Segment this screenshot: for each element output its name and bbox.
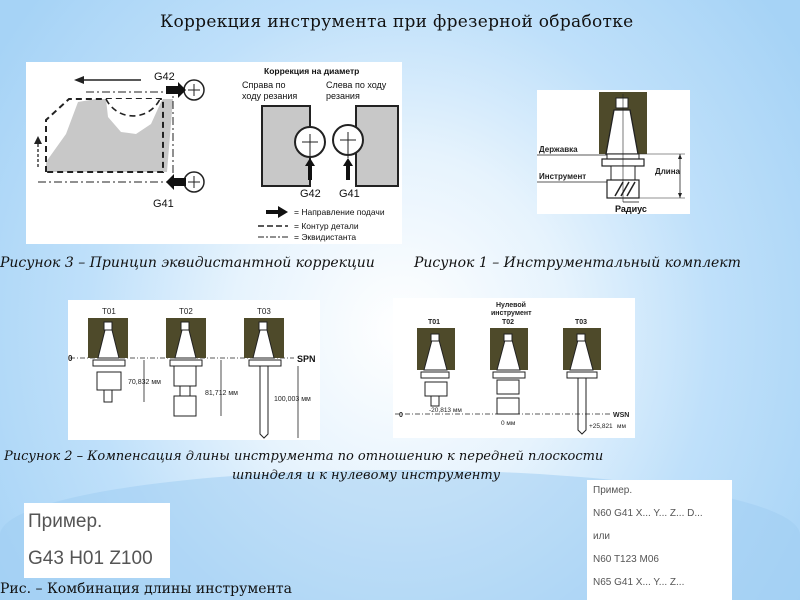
label-wsn: WSN bbox=[613, 412, 629, 419]
figure2-caption-line2: шпинделя и к нулевому инструменту bbox=[232, 468, 501, 483]
cutter-flutes bbox=[614, 181, 636, 197]
figure2-right-diagram: Нулевой инструмент T01 T02 T03 bbox=[395, 301, 629, 435]
label-t02-left: T02 bbox=[179, 307, 193, 316]
label-right-line1: Справа по bbox=[242, 80, 285, 90]
label-t01-left: T01 bbox=[102, 307, 116, 316]
tool-circle-top-cross bbox=[188, 84, 200, 96]
label-radius: Радиус bbox=[615, 204, 647, 214]
label-g42-mid: G42 bbox=[300, 188, 321, 200]
label-length: Длина bbox=[655, 167, 681, 176]
label-g41-bottom: G41 bbox=[153, 198, 174, 210]
tool-t01 bbox=[88, 318, 128, 403]
feed-arrow-left-head bbox=[74, 76, 84, 84]
length-arrow-bottom bbox=[678, 193, 682, 198]
label-right-line2: ходу резания bbox=[242, 91, 297, 101]
example-length-heading: Пример. bbox=[28, 511, 103, 532]
example-radius-line: N65 G41 X... Y... Z... bbox=[593, 577, 685, 588]
label-g41-mid: G41 bbox=[339, 188, 360, 200]
diameter-heading: Коррекция на диаметр bbox=[264, 66, 359, 76]
example-radius-line: или bbox=[593, 531, 611, 542]
label-t01-right: T01 bbox=[428, 319, 440, 326]
figure3-diagram: G42 G41 Коррекция на диаметр Справа по х… bbox=[34, 66, 399, 242]
label-offset-t03: +25,821 bbox=[589, 423, 613, 430]
length-arrow-top bbox=[678, 154, 682, 159]
tool-t01-right bbox=[417, 328, 455, 407]
label-zero-tool-1: Нулевой bbox=[496, 301, 526, 309]
example-radius-line: N60 G41 X... Y... Z... D... bbox=[593, 508, 703, 519]
example-radius-line: N60 T123 M06 bbox=[593, 554, 659, 565]
part-shape bbox=[46, 99, 173, 172]
slide-title: Коррекция инструмента при фрезерной обра… bbox=[160, 12, 634, 32]
tool-t03-right bbox=[563, 328, 601, 435]
label-length-t03: 100,003 мм bbox=[274, 396, 311, 403]
label-t02-right: T02 bbox=[502, 319, 514, 326]
example-radius-box: Пример. N60 G41 X... Y... Z... D... или … bbox=[587, 480, 732, 600]
feed-arrow-mid-g42 bbox=[305, 158, 315, 180]
label-holder: Державка bbox=[539, 145, 578, 154]
figure1-panel: Державка Инструмент Длина Радиус bbox=[537, 90, 690, 214]
label-t03-left: T03 bbox=[257, 307, 271, 316]
figure2-left-panel: 0 SPN T01 T02 T03 bbox=[68, 300, 320, 440]
figure2-left-diagram: 0 SPN T01 T02 T03 bbox=[68, 307, 316, 439]
feed-arrow-up-head bbox=[34, 136, 42, 144]
label-offset-unit: мм bbox=[617, 423, 626, 430]
tool-t03 bbox=[244, 318, 284, 439]
label-zero-left: 0 bbox=[68, 354, 73, 363]
label-zero-right: 0 bbox=[399, 412, 403, 419]
label-length-t01: 70,832 мм bbox=[128, 379, 161, 386]
legend-arrow-symbol bbox=[266, 206, 288, 218]
figure3-caption: Рисунок 3 – Принцип эквидистантной корре… bbox=[0, 255, 375, 271]
legend-part-contour: = Контур детали bbox=[294, 221, 359, 231]
label-zero-tool-2: инструмент bbox=[491, 310, 532, 317]
example-length-box: Пример. G43 H01 Z100 bbox=[24, 503, 170, 578]
legend-feed-direction: = Направление подачи bbox=[294, 207, 385, 217]
feed-arrow-g41 bbox=[166, 174, 186, 190]
tool-t02-right bbox=[490, 328, 528, 415]
feed-arrow-g42 bbox=[166, 82, 186, 98]
figure1-caption: Рисунок 1 – Инструментальный комплект bbox=[414, 255, 741, 271]
label-offset-t01: -20,813 мм bbox=[429, 407, 462, 414]
figure2-caption-line1: Рисунок 2 – Компенсация длины инструмент… bbox=[4, 449, 604, 464]
label-tool: Инструмент bbox=[539, 172, 586, 181]
label-spn: SPN bbox=[297, 354, 316, 364]
label-offset-t02: 0 мм bbox=[501, 420, 516, 427]
spindle-nut bbox=[615, 97, 629, 109]
label-t03-right: T03 bbox=[575, 319, 587, 326]
example-length-caption: Рис. – Комбинация длины инструмента bbox=[0, 581, 292, 597]
example-length-code: G43 H01 Z100 bbox=[28, 548, 153, 569]
label-g42-top: G42 bbox=[154, 71, 175, 83]
figure3-panel: G42 G41 Коррекция на диаметр Справа по х… bbox=[26, 62, 402, 244]
tool-t02 bbox=[166, 318, 206, 417]
label-left-line2: резания bbox=[326, 91, 360, 101]
legend-equidistant: = Эквидистанта bbox=[294, 232, 356, 242]
label-length-t02: 81,712 мм bbox=[205, 390, 238, 397]
pocket-arc bbox=[105, 98, 161, 117]
feed-arrow-mid-g41 bbox=[343, 158, 353, 180]
figure2-right-panel: Нулевой инструмент T01 T02 T03 bbox=[393, 298, 635, 438]
tool-circle-g42-cross bbox=[302, 134, 318, 158]
figure1-diagram: Державка Инструмент Длина Радиус bbox=[537, 92, 685, 214]
example-radius-line: Пример. bbox=[593, 485, 633, 496]
label-left-line1: Слева по ходу bbox=[326, 80, 387, 90]
slot-left-block bbox=[355, 105, 399, 187]
tool-circle-bottom-cross bbox=[188, 176, 200, 188]
tool-circle-g41-cross bbox=[340, 132, 356, 158]
